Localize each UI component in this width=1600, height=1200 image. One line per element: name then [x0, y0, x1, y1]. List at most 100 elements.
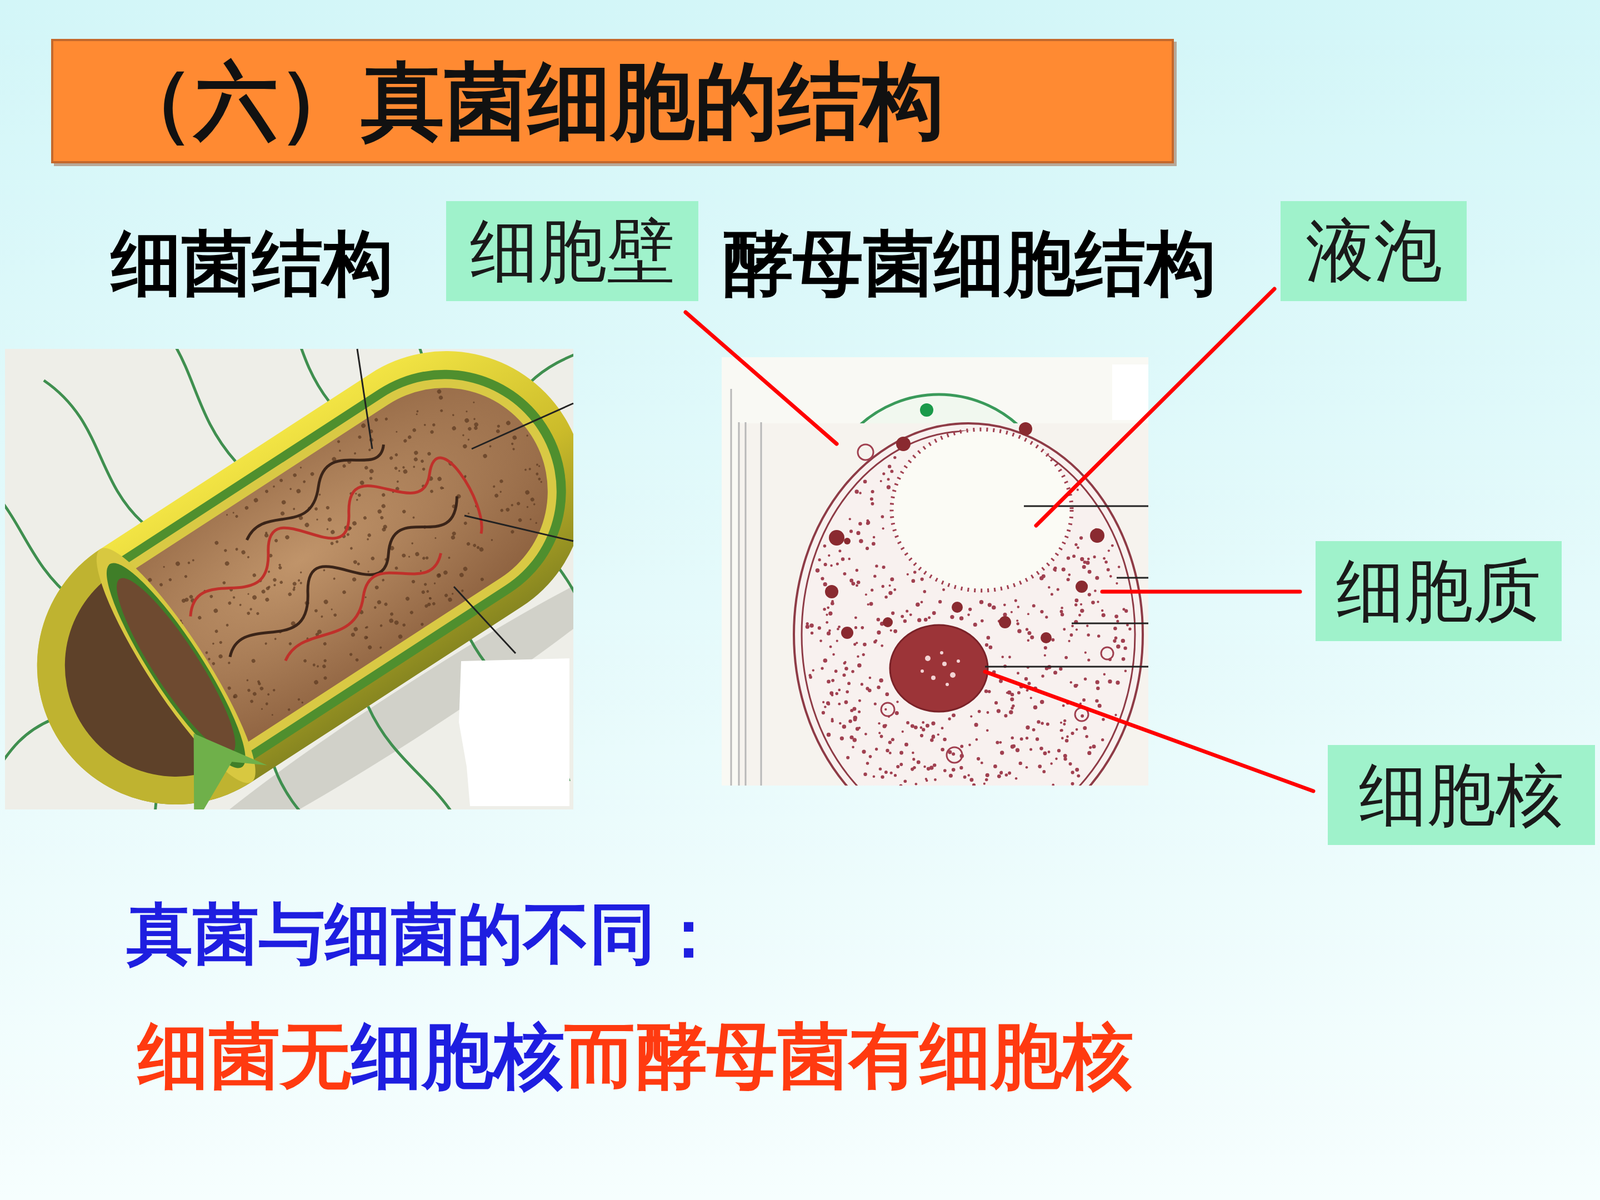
grain-dot [272, 485, 275, 488]
grain-dot [423, 423, 427, 427]
grain-dot [207, 657, 211, 661]
grain-dot [1010, 697, 1014, 702]
grain-dot [411, 542, 414, 545]
grain-dot [866, 761, 870, 765]
grain-dot [1065, 738, 1069, 743]
grain-dot [291, 581, 297, 587]
grain-dot [866, 519, 869, 523]
grain-dot [421, 556, 426, 560]
grain-dot [537, 465, 540, 468]
grain-dot [313, 608, 319, 613]
grain-dot [823, 582, 828, 587]
grain-dot [352, 559, 358, 565]
grain-dot [212, 607, 219, 614]
grain-dot [841, 557, 845, 561]
grain-dot [431, 601, 437, 607]
grain-dot [356, 562, 361, 567]
grain-dot [819, 639, 823, 643]
grain-dot [994, 701, 998, 705]
grain-dot [278, 478, 284, 483]
granules [825, 422, 1105, 644]
grain-dot [1071, 770, 1075, 774]
grain-dot [983, 782, 986, 785]
grain-dot [864, 732, 868, 736]
grain-dot [463, 521, 468, 526]
grain-dot [302, 658, 308, 664]
grain-dot [402, 438, 408, 443]
grain-dot [251, 594, 258, 601]
grain-dot [865, 593, 868, 596]
grain-dot [1107, 679, 1112, 684]
grain-dot [906, 573, 909, 576]
grain-dot [1123, 646, 1127, 650]
grain-dot [381, 526, 387, 533]
grain-dot [223, 560, 230, 567]
grain-dot [836, 562, 839, 566]
grain-dot [251, 572, 257, 578]
grain-dot [1071, 624, 1074, 628]
grain-dot [873, 574, 877, 578]
grain-dot [1015, 777, 1018, 780]
grain-dot [979, 600, 984, 605]
grain-dot [925, 777, 928, 780]
neighbour-dot [920, 403, 934, 417]
grain-dot [853, 717, 858, 722]
grain-dot [942, 588, 945, 592]
grain-dot [1042, 751, 1047, 756]
grain-dot [368, 468, 375, 475]
grain-dot [388, 455, 394, 461]
grain-dot [332, 577, 336, 580]
grain-dot [535, 472, 540, 477]
grain-dot [516, 501, 521, 506]
grain-dot [997, 774, 1002, 779]
grain-dot [856, 580, 861, 585]
grain-dot [295, 488, 302, 495]
grain-dot [1010, 692, 1014, 697]
grain-dot [287, 591, 293, 597]
grain-dot [840, 736, 844, 740]
grain-dot [388, 617, 395, 624]
cut-section [88, 550, 264, 782]
grain-dot [909, 613, 913, 617]
grain-dot [511, 434, 518, 440]
grain-dot [1025, 725, 1030, 730]
grain-dot [498, 478, 504, 484]
grain-dot [1003, 713, 1008, 718]
grain-dot [986, 636, 991, 640]
grain-dot [1096, 686, 1100, 690]
grain-dot [352, 626, 359, 632]
grain-dot [402, 468, 408, 475]
grain-dot [940, 747, 945, 752]
grain-dot [951, 767, 956, 772]
grain-dot [878, 731, 881, 734]
grain-dot [1001, 655, 1004, 658]
grain-dot [916, 760, 921, 764]
grain-dot [265, 701, 269, 706]
grain-dot [1060, 612, 1064, 617]
grain-dot [532, 502, 536, 506]
grain-dot [1067, 640, 1070, 643]
grain-dot [905, 609, 909, 613]
grain-dot [1011, 736, 1014, 739]
grain-dot [447, 556, 451, 559]
grain-dot [326, 516, 333, 523]
grain-dot [923, 617, 928, 622]
grain-dot [466, 541, 472, 547]
grain-dot [1078, 613, 1082, 617]
grain-dot [823, 544, 827, 548]
grain-dot [223, 548, 228, 553]
grain-dot [1025, 627, 1029, 631]
grain-dot [996, 708, 1001, 713]
grain-dot [858, 538, 864, 544]
grain-dot [323, 658, 328, 663]
grain-dot [899, 751, 904, 755]
grain-dot [1101, 717, 1105, 721]
grain-dot [913, 570, 917, 574]
grain-dot [858, 699, 862, 703]
grain-dot [373, 605, 377, 609]
grain-dot [825, 613, 828, 617]
grain-dot [367, 644, 373, 650]
grain-dot [1052, 567, 1057, 572]
grain-dot [396, 480, 399, 483]
grain-dot [890, 771, 893, 775]
